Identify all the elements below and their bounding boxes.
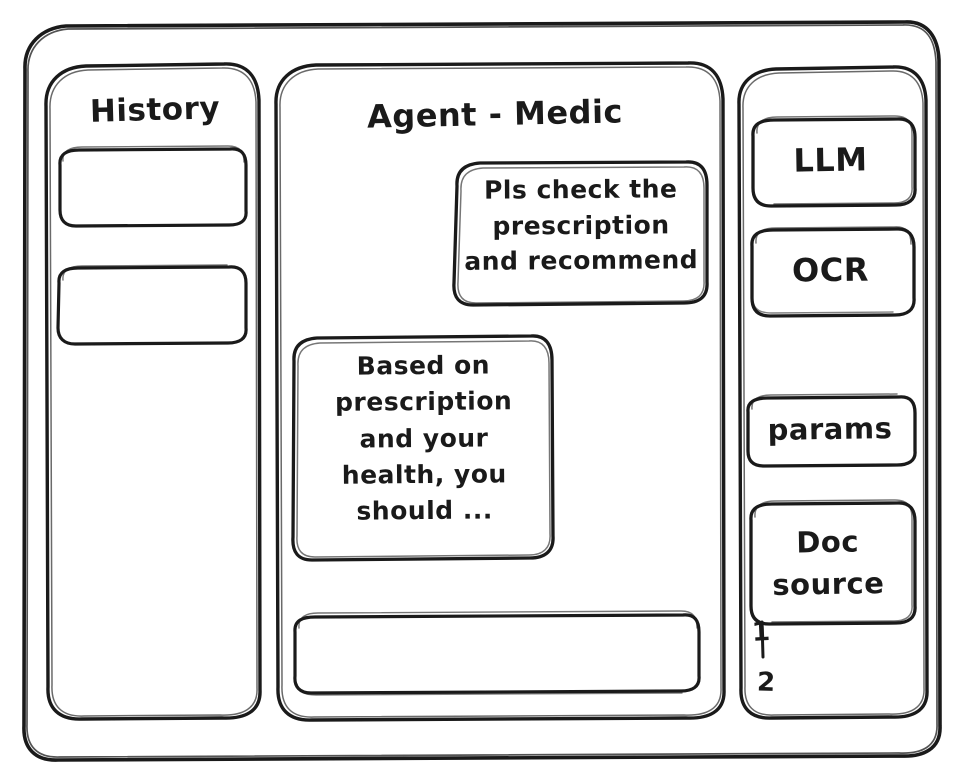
history-panel-title: History bbox=[89, 90, 221, 130]
llm-button[interactable] bbox=[751, 116, 917, 208]
composer-input[interactable] bbox=[293, 611, 701, 695]
agent-panel-title: Agent - Medic bbox=[366, 92, 624, 136]
params-button[interactable] bbox=[746, 394, 918, 468]
doc-list-item-2[interactable]: 2 bbox=[756, 667, 777, 699]
history-item-1[interactable] bbox=[58, 147, 248, 227]
user-message-bubble bbox=[455, 160, 709, 307]
doc-source-button[interactable] bbox=[749, 500, 917, 626]
ocr-button[interactable] bbox=[750, 226, 916, 318]
history-item-2[interactable] bbox=[57, 265, 247, 345]
assistant-message-bubble bbox=[291, 335, 555, 562]
